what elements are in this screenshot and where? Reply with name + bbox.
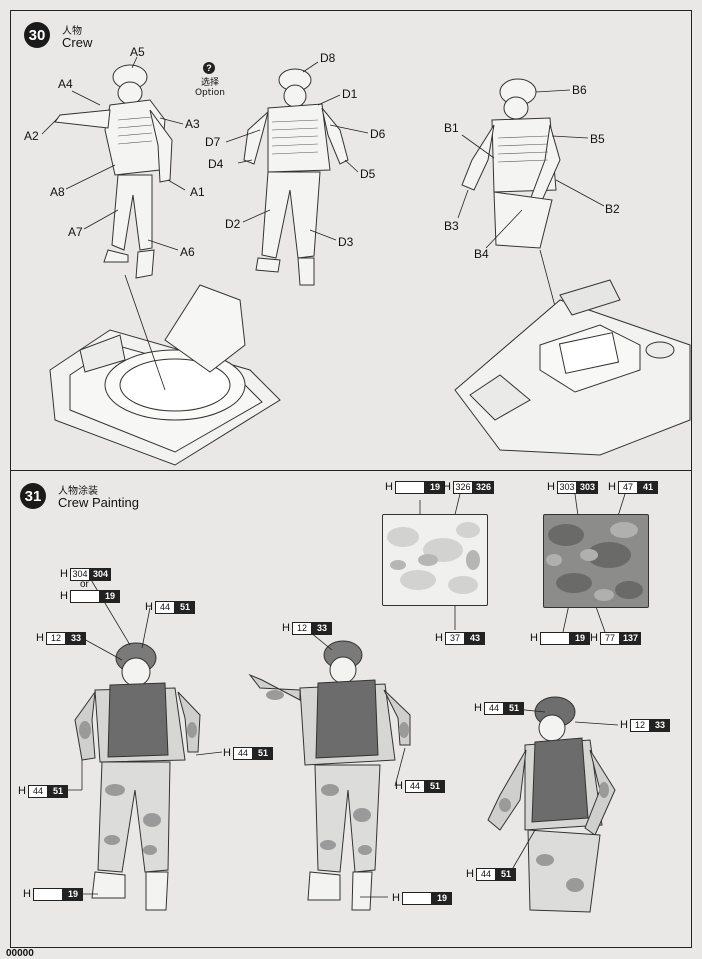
- part-a2-label: A2: [24, 129, 39, 143]
- part-d7-label: D7: [205, 135, 221, 149]
- figure-a-leaders: [41, 56, 186, 251]
- part-a4-label: A4: [58, 77, 73, 91]
- step-31-number: 31: [20, 483, 46, 509]
- figure-b-drawing: [461, 78, 561, 249]
- turret-hatch-drawing: [49, 284, 281, 466]
- part-d5-label: D5: [360, 167, 376, 181]
- camo-swatch-light: [382, 514, 488, 606]
- figure-d-leaders: [225, 61, 369, 241]
- option-label-cn: 选择: [200, 78, 219, 88]
- camo-swatch-light-pattern: [387, 522, 480, 594]
- paint-figure-middle-drawing: [248, 640, 411, 911]
- paint-figure-left-drawing: [74, 642, 201, 911]
- part-b4-label: B4: [474, 247, 489, 261]
- page-footer-code: 00000: [6, 948, 34, 959]
- paint-figure-right-drawing: [487, 696, 616, 913]
- part-d4-label: D4: [208, 157, 224, 171]
- part-d3-label: D3: [338, 235, 354, 249]
- step-divider: [10, 470, 692, 471]
- part-a8-label: A8: [50, 185, 65, 199]
- part-b2-label: B2: [605, 202, 620, 216]
- camo-swatch-dark: [543, 514, 649, 608]
- part-a6-label: A6: [180, 245, 195, 259]
- part-a1-label: A1: [190, 185, 205, 199]
- figure-a-drawing: [54, 64, 173, 279]
- part-b5-label: B5: [590, 132, 605, 146]
- paint-leaders: [62, 493, 626, 898]
- step-31-title-en: Crew Painting: [58, 495, 139, 510]
- part-d1-label: D1: [342, 87, 358, 101]
- hull-deck-drawing: [454, 279, 691, 456]
- option-label: 选择 Option: [190, 78, 230, 98]
- camo-swatch-dark-pattern: [546, 522, 643, 601]
- part-a3-label: A3: [185, 117, 200, 131]
- part-a7-label: A7: [68, 225, 83, 239]
- page-frame: [10, 10, 692, 948]
- figure-b-leaders: [457, 89, 605, 311]
- option-icon: ?: [203, 62, 215, 74]
- part-a5-label: A5: [130, 45, 145, 59]
- option-label-en: Option: [194, 88, 226, 98]
- part-b1-label: B1: [444, 121, 459, 135]
- part-d6-label: D6: [370, 127, 386, 141]
- part-d2-label: D2: [225, 217, 241, 231]
- paint-or-label: or: [80, 579, 89, 590]
- figure-d-drawing: [243, 68, 349, 286]
- part-b3-label: B3: [444, 219, 459, 233]
- step-30-number: 30: [24, 22, 50, 48]
- step-31-title-cn: 人物涂装: [58, 486, 98, 497]
- part-b6-label: B6: [572, 83, 587, 97]
- step-30-title-cn: 人物: [62, 26, 82, 37]
- part-d8-label: D8: [320, 51, 336, 65]
- step-30-title-en: Crew: [62, 35, 93, 50]
